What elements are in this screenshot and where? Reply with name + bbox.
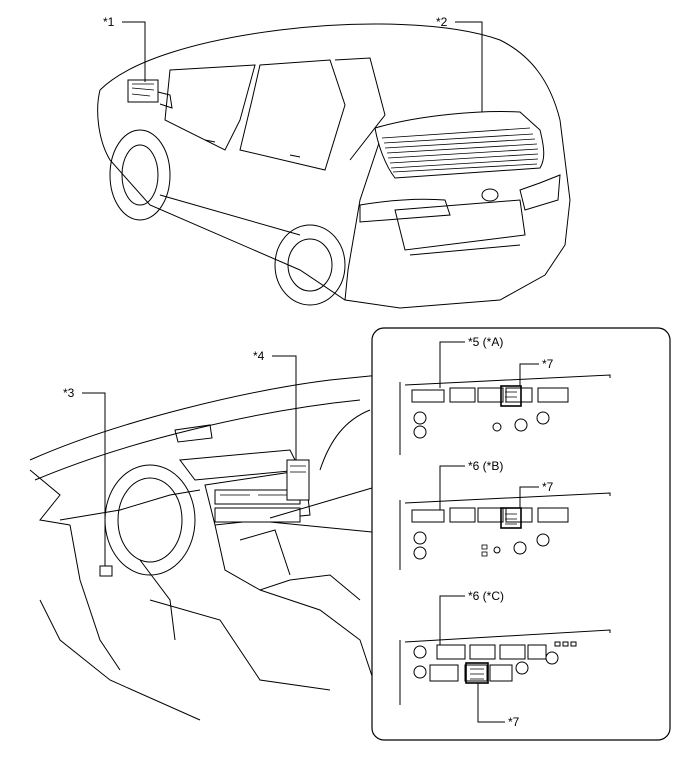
callout-label-5a: *5 (*A)	[468, 335, 504, 349]
leader-line-6b	[439, 465, 465, 510]
leader-line-4	[272, 355, 297, 460]
callout-label-4: *4	[253, 349, 265, 363]
callout-label-3: *3	[63, 386, 75, 400]
control-panel-variant-b	[399, 492, 611, 570]
rear-window-defogger-lines	[381, 127, 539, 173]
callout-label-7c: *7	[508, 715, 520, 729]
leader-line-1	[122, 21, 146, 82]
projection-line-upper	[269, 487, 373, 519]
vehicle-exterior-illustration	[97, 23, 571, 309]
callout-label-2: *2	[436, 15, 448, 29]
leader-line-2	[455, 21, 483, 112]
projection-line-lower	[269, 521, 373, 533]
callout-label-6b: *6 (*B)	[468, 459, 504, 473]
control-panel-variant-a	[399, 374, 611, 455]
callout-label-7b: *7	[542, 480, 554, 494]
callout-label-7a: *7	[542, 357, 554, 371]
leader-line-7c	[477, 683, 505, 723]
leader-line-7b	[519, 486, 539, 508]
leader-line-7a	[519, 363, 539, 386]
callout-label-6c: *6 (*C)	[468, 589, 505, 603]
control-panel-variant-c	[399, 629, 611, 705]
leader-line-6c	[439, 595, 465, 645]
vehicle-interior-illustration	[29, 374, 381, 721]
leader-line-3	[82, 392, 106, 566]
leader-line-5a	[439, 341, 465, 388]
control-panel-inset-box	[371, 327, 671, 741]
callout-label-1: *1	[103, 15, 115, 29]
